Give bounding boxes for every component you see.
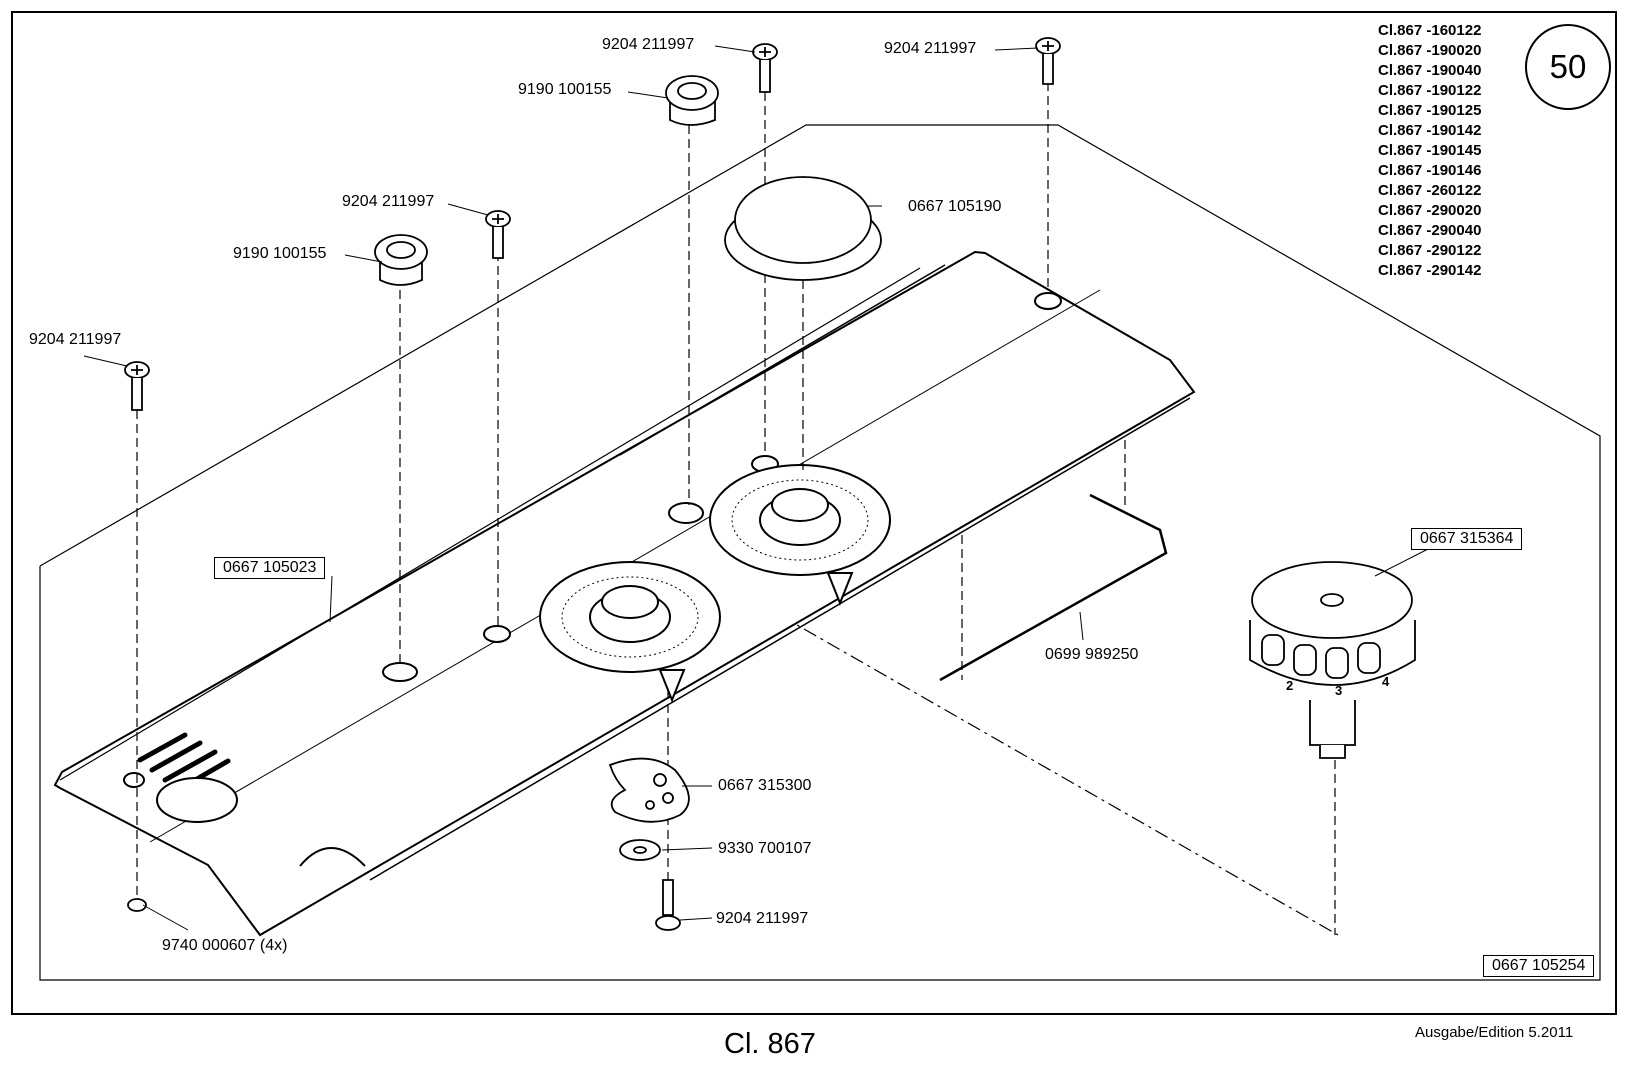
knob-graphic	[1249, 561, 1416, 759]
label-wire-rod: 0699 989250	[1045, 646, 1139, 663]
edition-label: Ausgabe/Edition 5.2011	[1415, 1024, 1574, 1041]
label-rivet: 9740 000607 (4x)	[162, 937, 288, 954]
label-screw-bottom: 9204 211997	[716, 910, 809, 927]
label-bushing-left: 9190 100155	[233, 245, 327, 262]
knob-scale-2: 2	[1286, 678, 1293, 693]
small-parts-graphics	[127, 757, 690, 912]
model-item: Cl.867 -190125	[1378, 102, 1482, 119]
model-item: Cl.867 -260122	[1378, 182, 1482, 199]
model-item: Cl.867 -190020	[1378, 42, 1482, 59]
label-cap-large: 0667 105190	[908, 198, 1002, 215]
page-number-badge: 50	[1525, 24, 1611, 110]
label-washer: 9330 700107	[718, 840, 812, 857]
knob-scale-3: 3	[1335, 683, 1342, 698]
label-knob: 0667 315364	[1411, 528, 1523, 550]
label-assembly: 0667 105254	[1483, 955, 1595, 977]
label-screw-top-center: 9204 211997	[602, 36, 695, 53]
model-item: Cl.867 -290122	[1378, 242, 1482, 259]
label-bushing-top: 9190 100155	[518, 81, 612, 98]
label-screw-far-left: 9204 211997	[29, 331, 122, 348]
model-item: Cl.867 -160122	[1378, 22, 1482, 39]
model-item: Cl.867 -190122	[1378, 82, 1482, 99]
drawing-frame	[11, 11, 1617, 1015]
cap-graphic	[724, 176, 882, 281]
knob-scale-4: 4	[1382, 674, 1390, 689]
model-item: Cl.867 -290040	[1378, 222, 1482, 239]
label-cover-plate: 0667 105023	[214, 557, 326, 579]
assembly-outline	[39, 124, 1601, 981]
model-item: Cl.867 -190145	[1378, 142, 1482, 159]
bushing-graphics	[374, 75, 719, 286]
model-item: Cl.867 -290142	[1378, 262, 1482, 279]
model-list: Cl.867 -160122 Cl.867 -190020 Cl.867 -19…	[1378, 21, 1481, 281]
label-screw-upper-left: 9204 211997	[342, 193, 435, 210]
footer-title: Cl. 867	[724, 1028, 816, 1060]
cover-plate	[53, 250, 1196, 937]
screw-graphics	[124, 37, 1061, 931]
label-cam-plate: 0667 315300	[718, 777, 812, 794]
model-item: Cl.867 -190146	[1378, 162, 1482, 179]
label-screw-top-right: 9204 211997	[884, 40, 977, 57]
model-item: Cl.867 -190040	[1378, 62, 1482, 79]
wire-rod	[939, 493, 1168, 682]
model-item: Cl.867 -290020	[1378, 202, 1482, 219]
model-item: Cl.867 -190142	[1378, 122, 1482, 139]
